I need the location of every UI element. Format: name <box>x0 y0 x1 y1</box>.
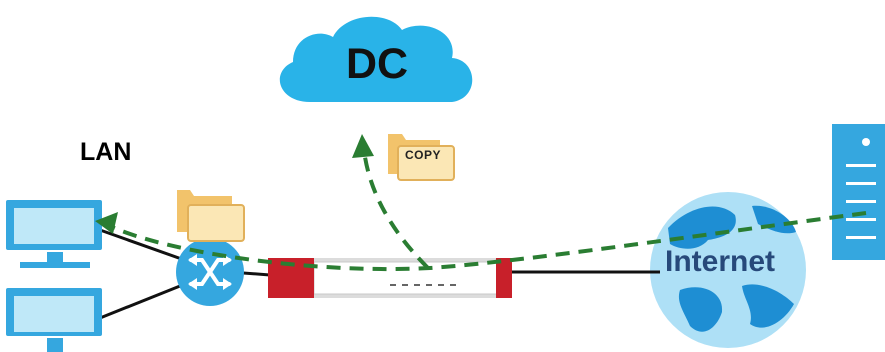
lan-pc-icon <box>6 288 102 352</box>
arrowhead <box>95 134 374 234</box>
lan-label: LAN <box>80 138 132 166</box>
router-icon <box>176 238 244 306</box>
dc-label: DC <box>346 40 409 88</box>
folder-icon <box>177 190 245 242</box>
copy-folder-icon <box>388 134 455 181</box>
lan-pc-icon <box>6 200 102 268</box>
network-cables <box>99 228 660 320</box>
copy-label: COPY <box>405 148 442 162</box>
dc-cloud-icon <box>279 16 473 103</box>
internet-label: Internet <box>665 245 776 278</box>
dashed-arrow <box>109 149 867 272</box>
server-icon <box>832 124 885 260</box>
